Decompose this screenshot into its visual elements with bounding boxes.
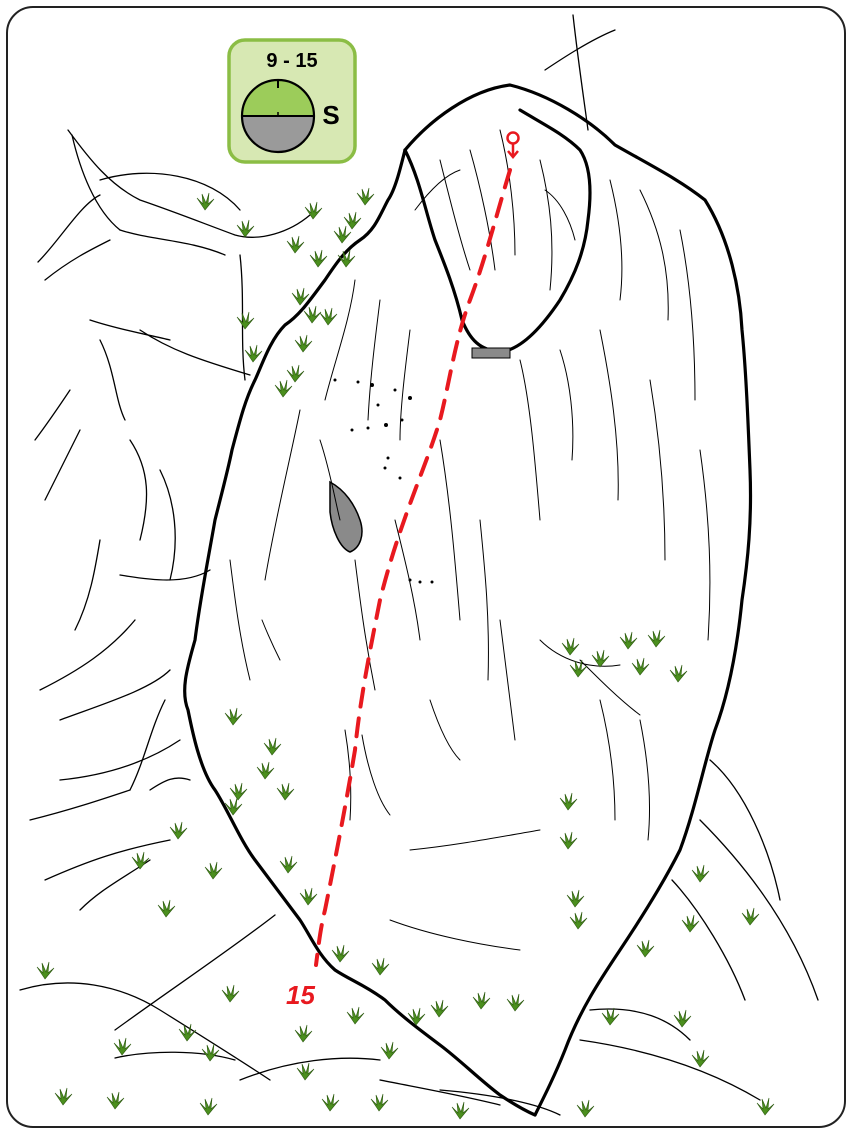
sun-exposure-badge: 9 - 15 S <box>229 40 355 162</box>
badge-hours: 9 - 15 <box>266 50 317 72</box>
topo-frame <box>7 7 845 1127</box>
sun-shade-dial-icon <box>242 80 314 152</box>
slab-ledge <box>472 348 510 358</box>
badge-orientation: S <box>322 100 339 130</box>
route-number[interactable]: 15 <box>286 980 315 1010</box>
